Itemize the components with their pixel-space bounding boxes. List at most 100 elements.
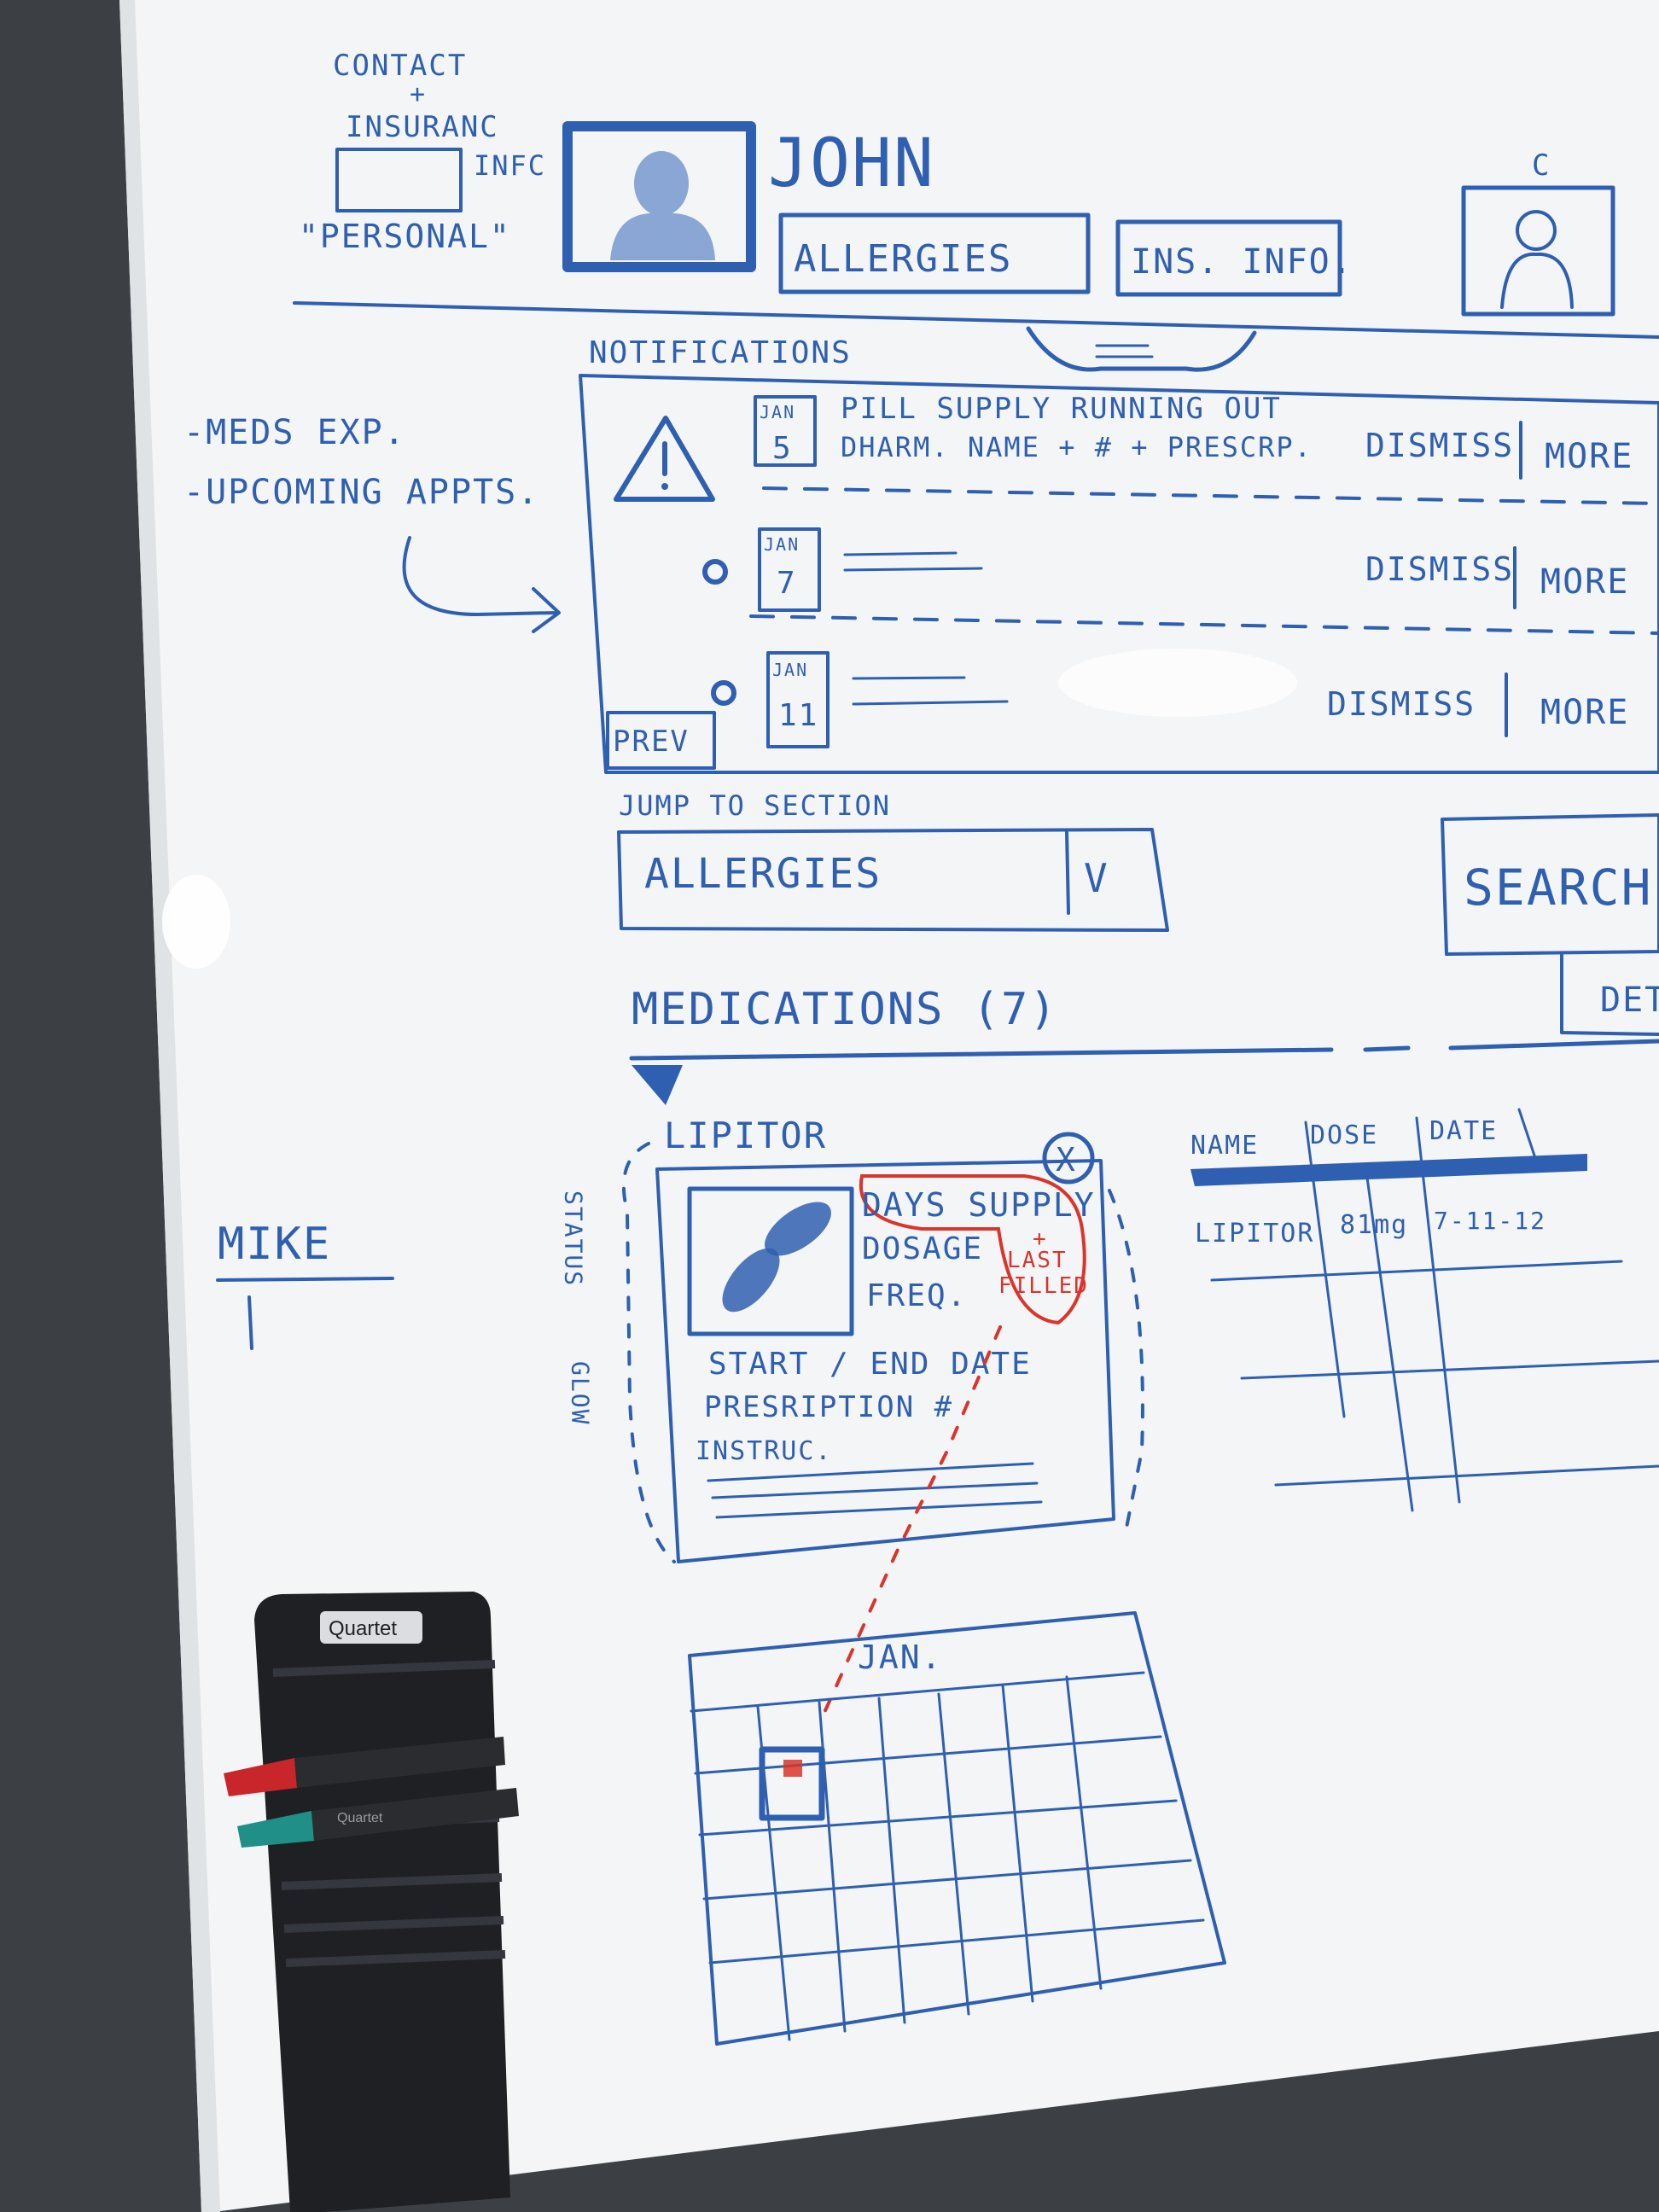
med-card-title: LIPITOR: [664, 1115, 827, 1156]
board-frame: [119, 0, 220, 2212]
section-dropdown[interactable]: [617, 828, 1169, 932]
bullet-icon: [702, 559, 728, 585]
calendar-month: JAN.: [858, 1639, 943, 1676]
avatar-icon: [610, 151, 715, 260]
second-profile-letter: C: [1532, 148, 1551, 183]
notification-item: JAN 7 DISMISS MORE: [702, 527, 1659, 635]
date-icon: [766, 651, 830, 748]
table-header: DOSE: [1310, 1121, 1378, 1150]
dismiss-button[interactable]: DISMISS: [1365, 550, 1514, 588]
insurance-card-icon: [335, 148, 463, 212]
upcoming-appts-note: -UPCOMING APPTS.: [183, 473, 539, 512]
item-month: JAN: [760, 402, 795, 422]
more-button[interactable]: MORE: [1540, 693, 1629, 732]
item-day: 11: [778, 698, 818, 733]
item-divider: [749, 614, 1659, 635]
personal-note: "PERSONAL": [299, 218, 511, 255]
calendar-frame: [688, 1611, 1226, 2046]
header-divider: [293, 301, 1659, 339]
freq-label: FREQ.: [866, 1278, 967, 1313]
date-icon: [754, 395, 817, 467]
allergies-button-label: ALLERGIES: [794, 237, 1012, 281]
medications-section: MEDICATIONS (7) LIPITOR X DAYS SUPPLY + …: [560, 984, 1659, 2046]
dismiss-button[interactable]: DISMISS: [1365, 427, 1514, 464]
status-vertical-label: STATUS: [560, 1190, 588, 1287]
status-glow-outline: [621, 1142, 676, 1563]
jump-to-section: JUMP TO SECTION ALLERGIES V SEARCH DET: [617, 789, 1659, 1036]
plus-label: +: [1033, 1226, 1048, 1252]
insurance-info-button[interactable]: [1115, 219, 1342, 297]
more-button[interactable]: MORE: [1540, 562, 1629, 602]
contact-note: CONTACT: [333, 49, 467, 83]
table-row[interactable]: [1210, 1260, 1659, 1487]
medications-heading: MEDICATIONS (7): [632, 984, 1058, 1035]
search-button-label: SEARCH: [1464, 859, 1653, 917]
filled-label: FILLED: [998, 1273, 1089, 1299]
marker-tray: Quartet Quartet: [224, 1592, 519, 2212]
days-supply-label: DAYS SUPPLY: [862, 1186, 1096, 1224]
insurance-info-label: INS. INFO.: [1131, 242, 1353, 282]
close-button[interactable]: [1042, 1132, 1095, 1185]
medications-table: NAME DOSE DATE LIPITOR 81mg 7-11-12: [1190, 1108, 1659, 1512]
notifications-panel: NOTIFICATIONS JAN 5 PILL SUPPLY RUNNING …: [579, 326, 1659, 774]
prev-button[interactable]: [606, 711, 716, 770]
user-mike-note: MIKE: [218, 1219, 331, 1270]
avatar-frame: [562, 121, 756, 272]
menu-icon: [1095, 344, 1154, 370]
glow-vertical-label: GLOW: [567, 1361, 595, 1425]
dismiss-button[interactable]: DISMISS: [1327, 685, 1476, 723]
collapse-triangle-icon[interactable]: [632, 1065, 683, 1105]
instructions-lines: [707, 1462, 1043, 1519]
table-cell: LIPITOR: [1195, 1219, 1314, 1249]
date-icon: [758, 527, 821, 612]
contact-plus: +: [410, 79, 427, 109]
medication-card[interactable]: [655, 1159, 1115, 1563]
calendar-event-marker[interactable]: [759, 1746, 825, 1821]
meds-exp-note: -MEDS EXP.: [183, 413, 406, 452]
item-day: 7: [777, 566, 797, 601]
status-glow-label: STATUS GLOW: [560, 1190, 595, 1425]
red-marker[interactable]: [224, 1737, 505, 1796]
marker-brand-label: Quartet: [337, 1811, 383, 1825]
light-glare: [162, 875, 230, 969]
close-icon: X: [1056, 1141, 1077, 1179]
item-day: 5: [772, 431, 793, 466]
allergies-button[interactable]: [778, 212, 1091, 294]
notification-item: JAN 5 PILL SUPPLY RUNNING OUT DHARM. NAM…: [614, 392, 1659, 505]
insurance-note: INSURANC: [346, 110, 499, 144]
instructions-label: INSTRUC.: [696, 1436, 833, 1466]
calendar: JAN.: [688, 1611, 1226, 2046]
days-supply-highlight: [859, 1174, 1086, 1325]
whiteboard: [119, 0, 1659, 2212]
teal-marker[interactable]: Quartet: [237, 1788, 519, 1848]
pill-icon: [722, 1202, 831, 1313]
partial-button-label: DET: [1600, 981, 1659, 1020]
dosage-label: DOSAGE: [862, 1231, 983, 1266]
tray-brand-label: Quartet: [329, 1617, 397, 1640]
table-header: DATE: [1429, 1116, 1498, 1146]
more-button[interactable]: MORE: [1545, 437, 1633, 476]
side-notes: -MEDS EXP. -UPCOMING APPTS. MIKE: [183, 413, 561, 1350]
pill-image-frame: [687, 1186, 854, 1336]
section-dropdown-value: ALLERGIES: [644, 850, 882, 898]
bullet-icon: [711, 680, 736, 706]
jump-label: JUMP TO SECTION: [619, 789, 891, 822]
warning-icon: [614, 416, 715, 502]
calendar-grid: [690, 1671, 1205, 2041]
prescription-label: PRESRIPTION #: [704, 1390, 953, 1424]
link-to-calendar: [818, 1325, 1002, 1726]
info-note: INFC: [474, 149, 546, 182]
item-divider: [762, 486, 1659, 505]
second-profile-frame[interactable]: [1461, 185, 1615, 317]
tray-body: [254, 1592, 510, 2212]
arrow-icon: [402, 536, 561, 633]
item-line1: PILL SUPPLY RUNNING OUT: [841, 392, 1282, 426]
notifications-box: [579, 374, 1659, 774]
partial-button[interactable]: [1560, 952, 1659, 1036]
second-profile-icon: [1500, 210, 1574, 309]
patient-name: JOHN: [768, 125, 935, 202]
placeholder-lines: [843, 551, 983, 572]
prev-button-label: PREV: [613, 725, 690, 759]
table-cell: 81mg: [1340, 1210, 1408, 1240]
search-button[interactable]: [1441, 813, 1659, 956]
